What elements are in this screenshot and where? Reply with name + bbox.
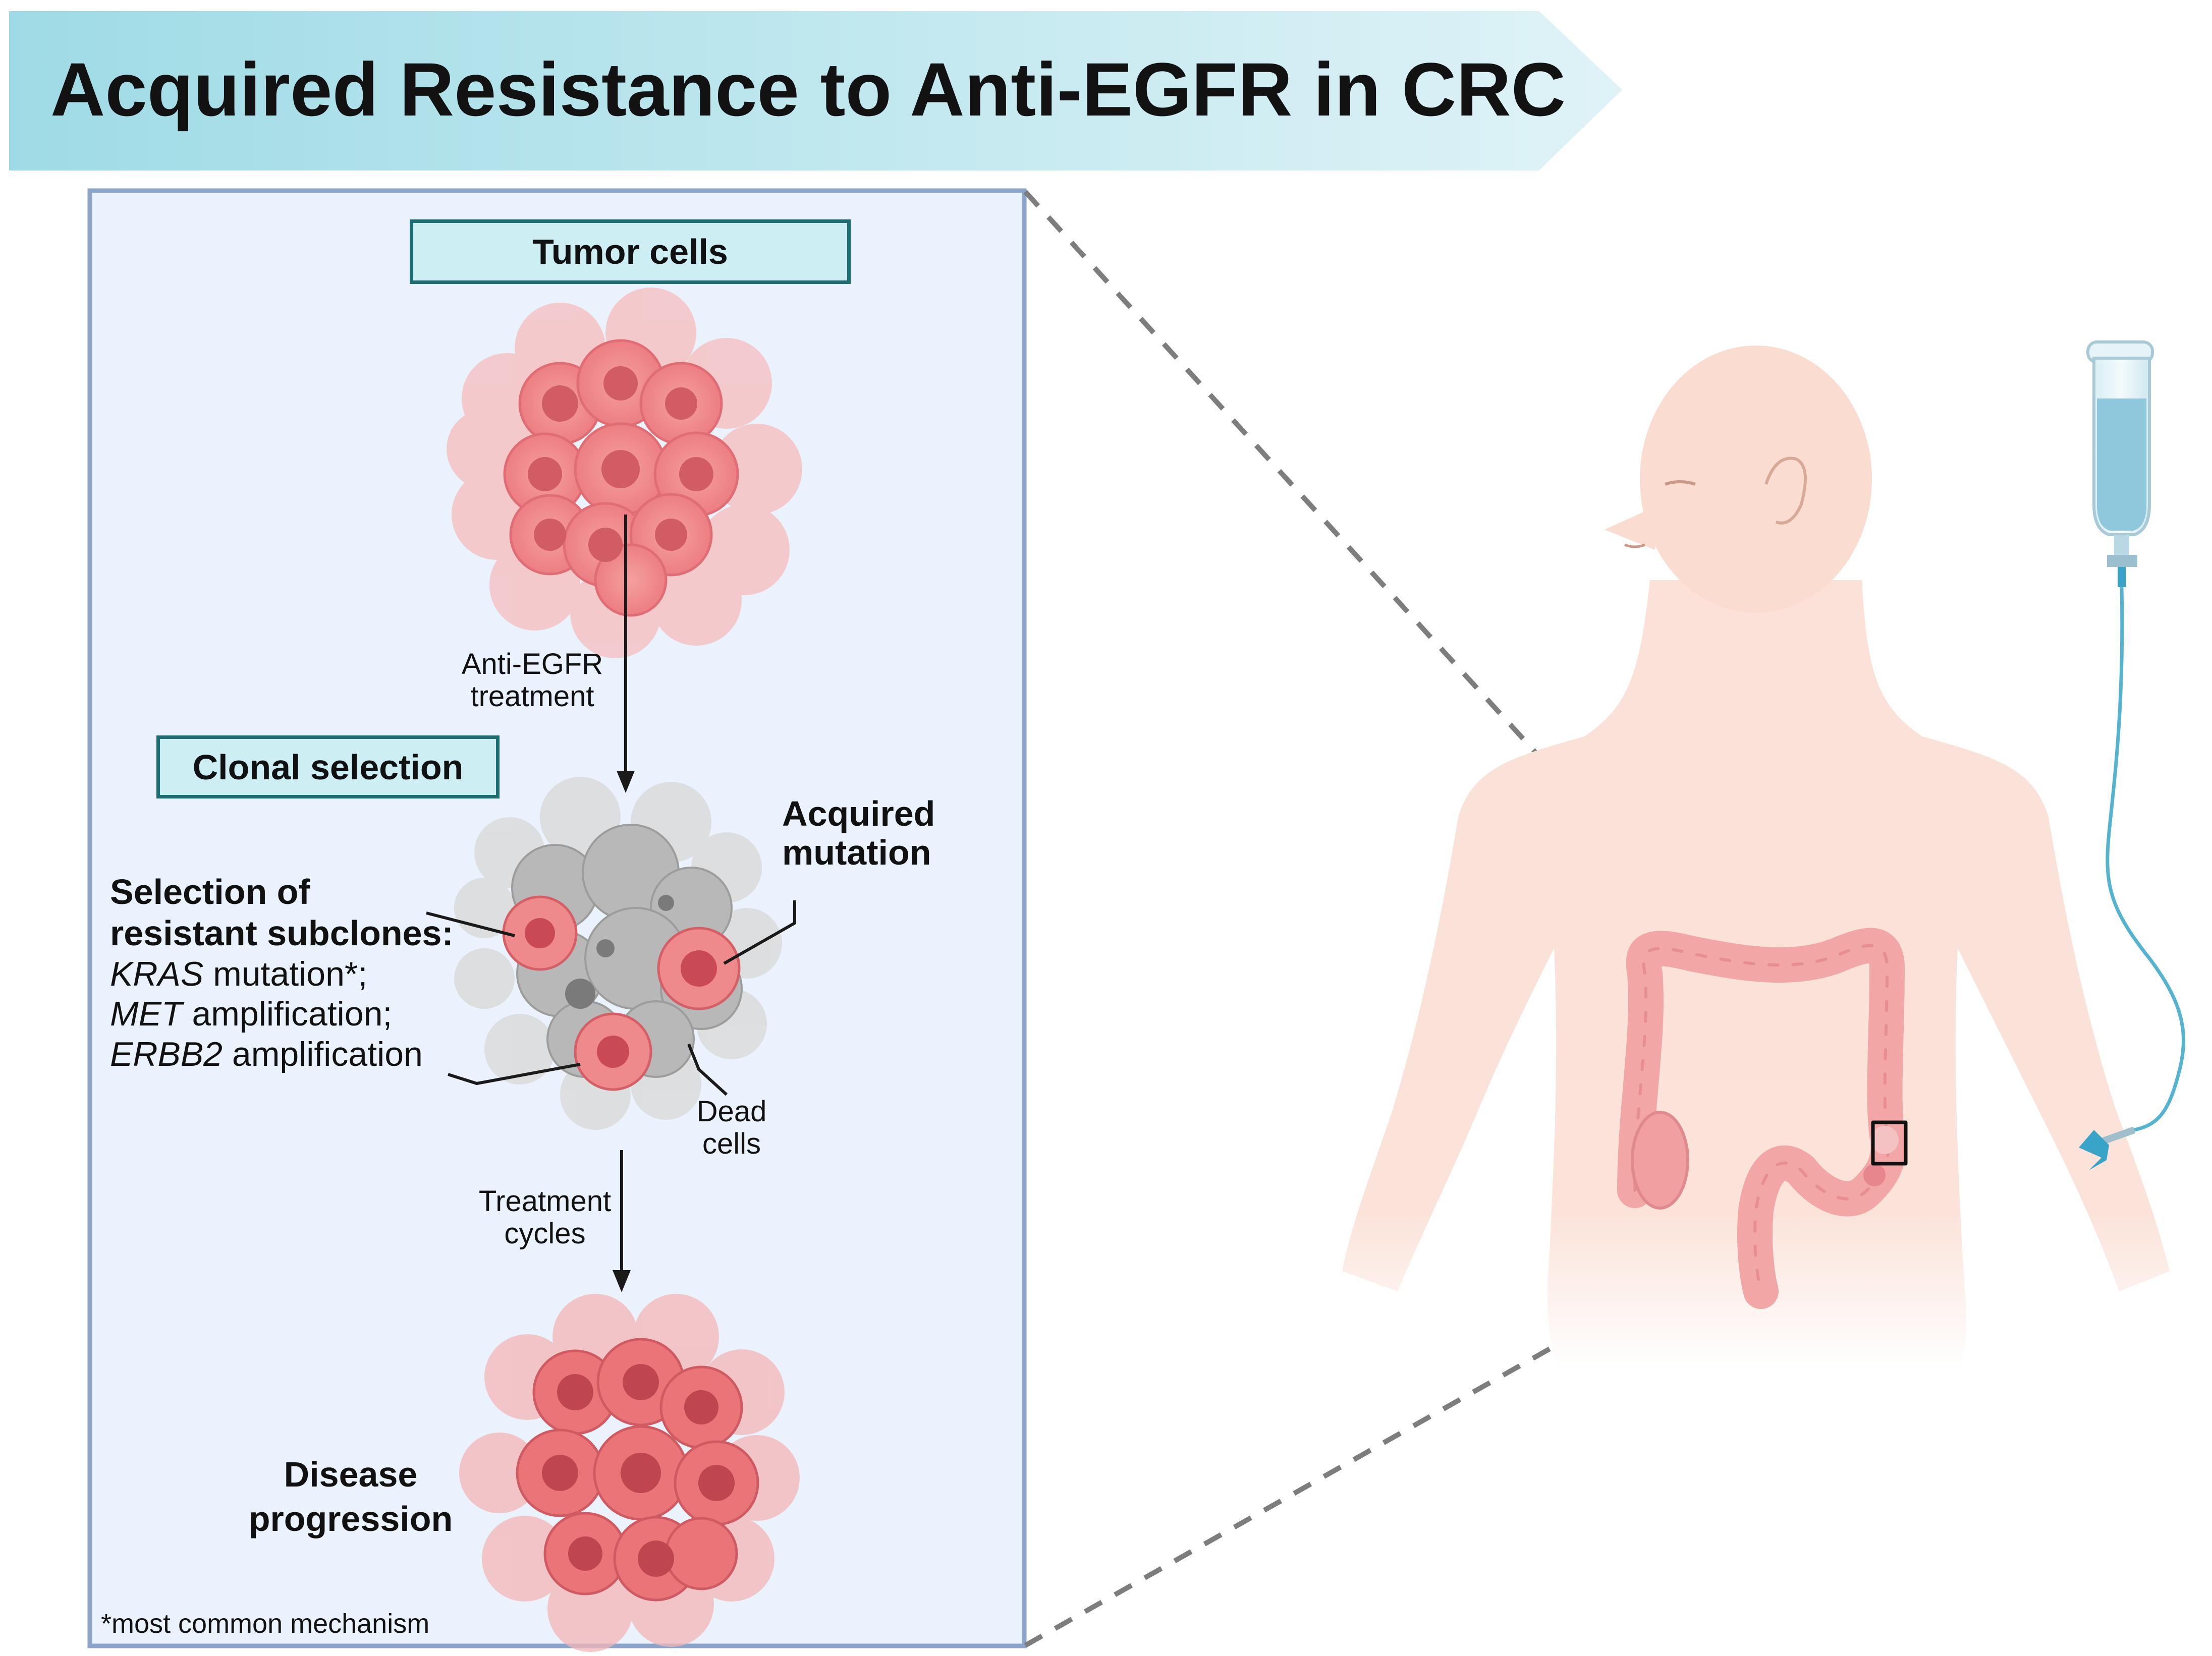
zoom-line-bottom [1024, 1163, 1876, 1648]
acquired-mutation-label: Acquired mutation [782, 794, 935, 872]
zoom-line-top [1023, 190, 1876, 1127]
tumor-cell-cluster-icon [447, 288, 802, 658]
kras-item: KRAS mutation*; [110, 954, 368, 993]
iv-bag-icon [2086, 340, 2154, 587]
progressed-tumor-cluster-icon [459, 1294, 800, 1652]
page-title: Acquired Resistance to Anti-EGFR in CRC [50, 47, 1566, 132]
erbb2-item: ERBB2 amplification [110, 1035, 423, 1073]
clonal-selection-label: Clonal selection [156, 735, 500, 798]
anti-egfr-treatment-label: Anti-EGFR treatment [461, 648, 603, 713]
iv-tube [2106, 587, 2185, 1132]
catheter-icon [2079, 1126, 2136, 1170]
resistant-subclones-label: Selection of resistant subclones: KRAS m… [110, 872, 454, 1074]
colon-icon [1617, 928, 1908, 1309]
footnote: *most common mechanism [101, 1609, 430, 1639]
disease-progression-label: Disease progression [248, 1455, 453, 1538]
tumor-cells-label: Tumor cells [410, 219, 851, 284]
treatment-cycles-label: Treatment cycles [478, 1185, 612, 1250]
dead-cells-label: Dead cells [696, 1095, 767, 1160]
dead-cell-cluster-icon [454, 777, 782, 1130]
met-item: MET amplification; [110, 995, 393, 1034]
title-banner [9, 11, 1622, 170]
colon-zoom-box [1871, 1120, 1908, 1166]
